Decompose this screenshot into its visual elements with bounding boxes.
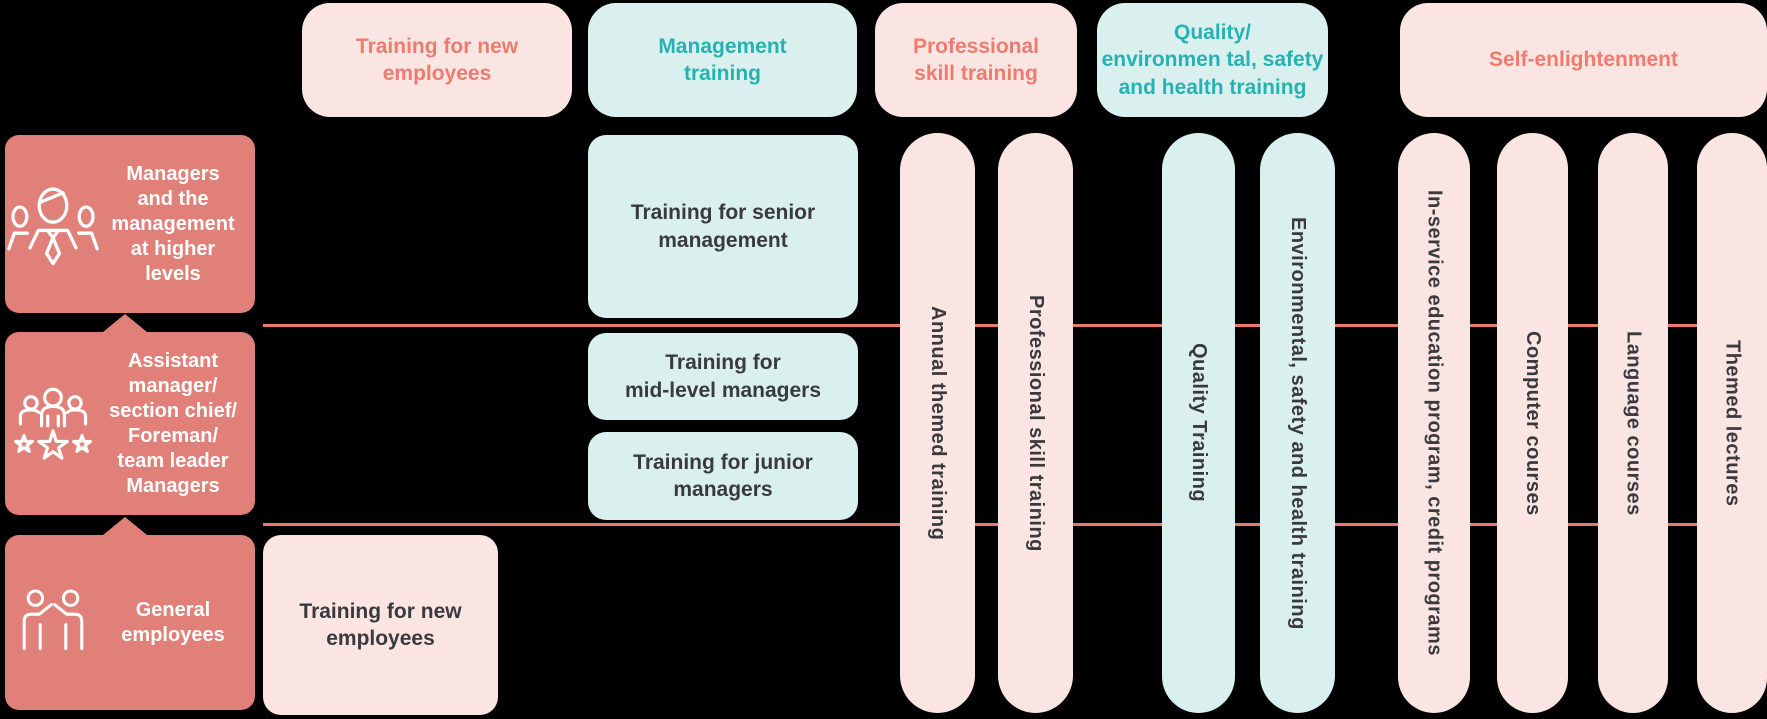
row-header-label: Assistant manager/ section chief/ Forema… bbox=[109, 349, 237, 497]
cell-training-junior-managers: Training for junior managers bbox=[588, 432, 858, 520]
row-header-label: Managers and the management at higher le… bbox=[111, 162, 235, 285]
row-header-managers-higher-levels: Managers and the management at higher le… bbox=[5, 135, 255, 313]
pill-label: Themed lectures bbox=[1721, 339, 1744, 507]
column-header-label: Quality/ environmen tal, safety and heal… bbox=[1101, 21, 1324, 99]
manager-team-icon bbox=[5, 178, 101, 270]
promotion-arrow-up-2 bbox=[103, 517, 147, 535]
cell-label: Training for junior managers bbox=[633, 450, 813, 501]
cell-training-mid-level-managers: Training for mid-level managers bbox=[588, 333, 858, 420]
pill-in-service-education-program: In-service education program, credit pro… bbox=[1398, 133, 1470, 713]
column-header-label: Self-enlightenment bbox=[1488, 48, 1678, 72]
pill-themed-lectures: Themed lectures bbox=[1697, 133, 1767, 713]
pill-label: Professional skill training bbox=[1025, 294, 1047, 552]
column-header-self-enlightenment: Self-enlightenment bbox=[1400, 3, 1767, 117]
pill-label: Environmental, safety and health trainin… bbox=[1287, 216, 1309, 630]
row-header-general-employees: General employees bbox=[5, 535, 255, 710]
pill-annual-themed-training: Annual themed training bbox=[900, 133, 975, 713]
row-header-assistant-manager-section-chief: Assistant manager/ section chief/ Forema… bbox=[5, 332, 255, 515]
column-header-label: Management training bbox=[658, 34, 787, 85]
column-header-label: Professional skill training bbox=[912, 34, 1040, 85]
cell-label: Training for mid-level managers bbox=[624, 351, 822, 402]
pill-label: In-service education program, credit pro… bbox=[1423, 190, 1446, 656]
pill-professional-skill-training: Professional skill training bbox=[998, 133, 1073, 713]
column-header-label: Training for new employees bbox=[355, 34, 519, 85]
pill-computer-courses: Computer courses bbox=[1497, 133, 1568, 713]
team-stars-icon bbox=[5, 380, 101, 468]
pill-language-courses: Language courses bbox=[1598, 133, 1668, 713]
column-header-quality-environmental-safety-health: Quality/ environmen tal, safety and heal… bbox=[1097, 3, 1328, 117]
column-header-training-for-new-employees: Training for new employees bbox=[302, 3, 572, 117]
pill-environmental-safety-health-training: Environmental, safety and health trainin… bbox=[1260, 133, 1335, 713]
cell-label: Training for new employees bbox=[299, 599, 462, 650]
pill-label: Language courses bbox=[1622, 330, 1645, 516]
pill-label: Quality Training bbox=[1188, 343, 1210, 503]
pill-quality-training: Quality Training bbox=[1162, 133, 1235, 713]
cell-training-new-employees: Training for new employees bbox=[263, 535, 498, 715]
high-five-icon bbox=[5, 583, 101, 663]
pill-label: Computer courses bbox=[1522, 330, 1544, 516]
pill-label: Annual themed training bbox=[927, 305, 949, 541]
column-header-professional-skill-training: Professional skill training bbox=[875, 3, 1077, 117]
promotion-arrow-up-1 bbox=[103, 314, 147, 332]
row-header-label: General employees bbox=[121, 598, 225, 646]
cell-label: Training for senior management bbox=[630, 201, 816, 252]
column-header-management-training: Management training bbox=[588, 3, 857, 117]
cell-training-senior-management: Training for senior management bbox=[588, 135, 858, 318]
